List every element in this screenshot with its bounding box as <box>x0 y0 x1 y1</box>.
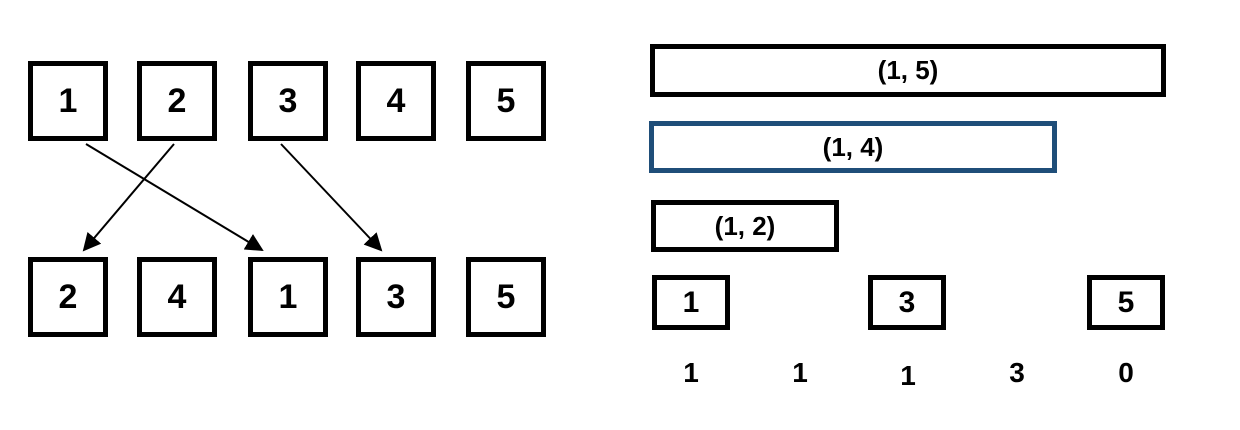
count-pos3: 1 <box>900 360 916 391</box>
mapping-arrow-1-to-3 <box>85 143 264 252</box>
leaf-box-3-label: 3 <box>898 285 916 319</box>
bottom-box-pos3: 1 <box>248 257 328 337</box>
count-pos2: 1 <box>792 357 808 388</box>
top-box-5: 5 <box>466 61 546 141</box>
top-box-4: 4 <box>356 61 436 141</box>
interval-bar-1-4-highlighted: (1, 4) <box>649 121 1057 173</box>
leaf-box-1-label: 1 <box>682 285 700 319</box>
top-box-1-label: 1 <box>58 81 78 120</box>
interval-bar-1-4-label: (1, 4) <box>822 131 884 162</box>
bottom-box-pos3-label: 1 <box>278 277 298 316</box>
leaf-box-3: 3 <box>868 275 946 330</box>
count-pos1: 1 <box>683 357 699 388</box>
bottom-box-pos5-label: 5 <box>496 277 516 316</box>
bottom-box-pos2: 4 <box>137 257 217 337</box>
top-box-4-label: 4 <box>386 81 406 120</box>
bottom-box-pos4-label: 3 <box>386 277 406 316</box>
count-pos4: 3 <box>1009 357 1025 388</box>
top-box-5-label: 5 <box>496 81 516 120</box>
leaf-box-1: 1 <box>652 275 730 330</box>
leaf-box-5-label: 5 <box>1117 285 1135 319</box>
interval-bar-1-5: (1, 5) <box>650 44 1166 97</box>
mapping-arrow-3-to-4 <box>280 143 383 252</box>
interval-bar-1-2-label: (1, 2) <box>714 210 776 241</box>
bottom-box-pos5: 5 <box>466 257 546 337</box>
bottom-box-pos4: 3 <box>356 257 436 337</box>
count-pos5: 0 <box>1118 357 1134 388</box>
top-box-2: 2 <box>137 61 217 141</box>
leaf-box-5: 5 <box>1087 275 1165 330</box>
top-box-3: 3 <box>248 61 328 141</box>
bottom-box-pos1: 2 <box>28 257 108 337</box>
bottom-box-pos2-label: 4 <box>167 277 187 316</box>
top-box-2-label: 2 <box>167 81 187 120</box>
top-box-3-label: 3 <box>278 81 298 120</box>
bottom-box-pos1-label: 2 <box>58 277 78 316</box>
mapping-arrow-2-to-1 <box>82 143 175 252</box>
top-box-1: 1 <box>28 61 108 141</box>
interval-bar-1-5-label: (1, 5) <box>877 55 939 85</box>
interval-bar-1-2: (1, 2) <box>651 200 839 252</box>
